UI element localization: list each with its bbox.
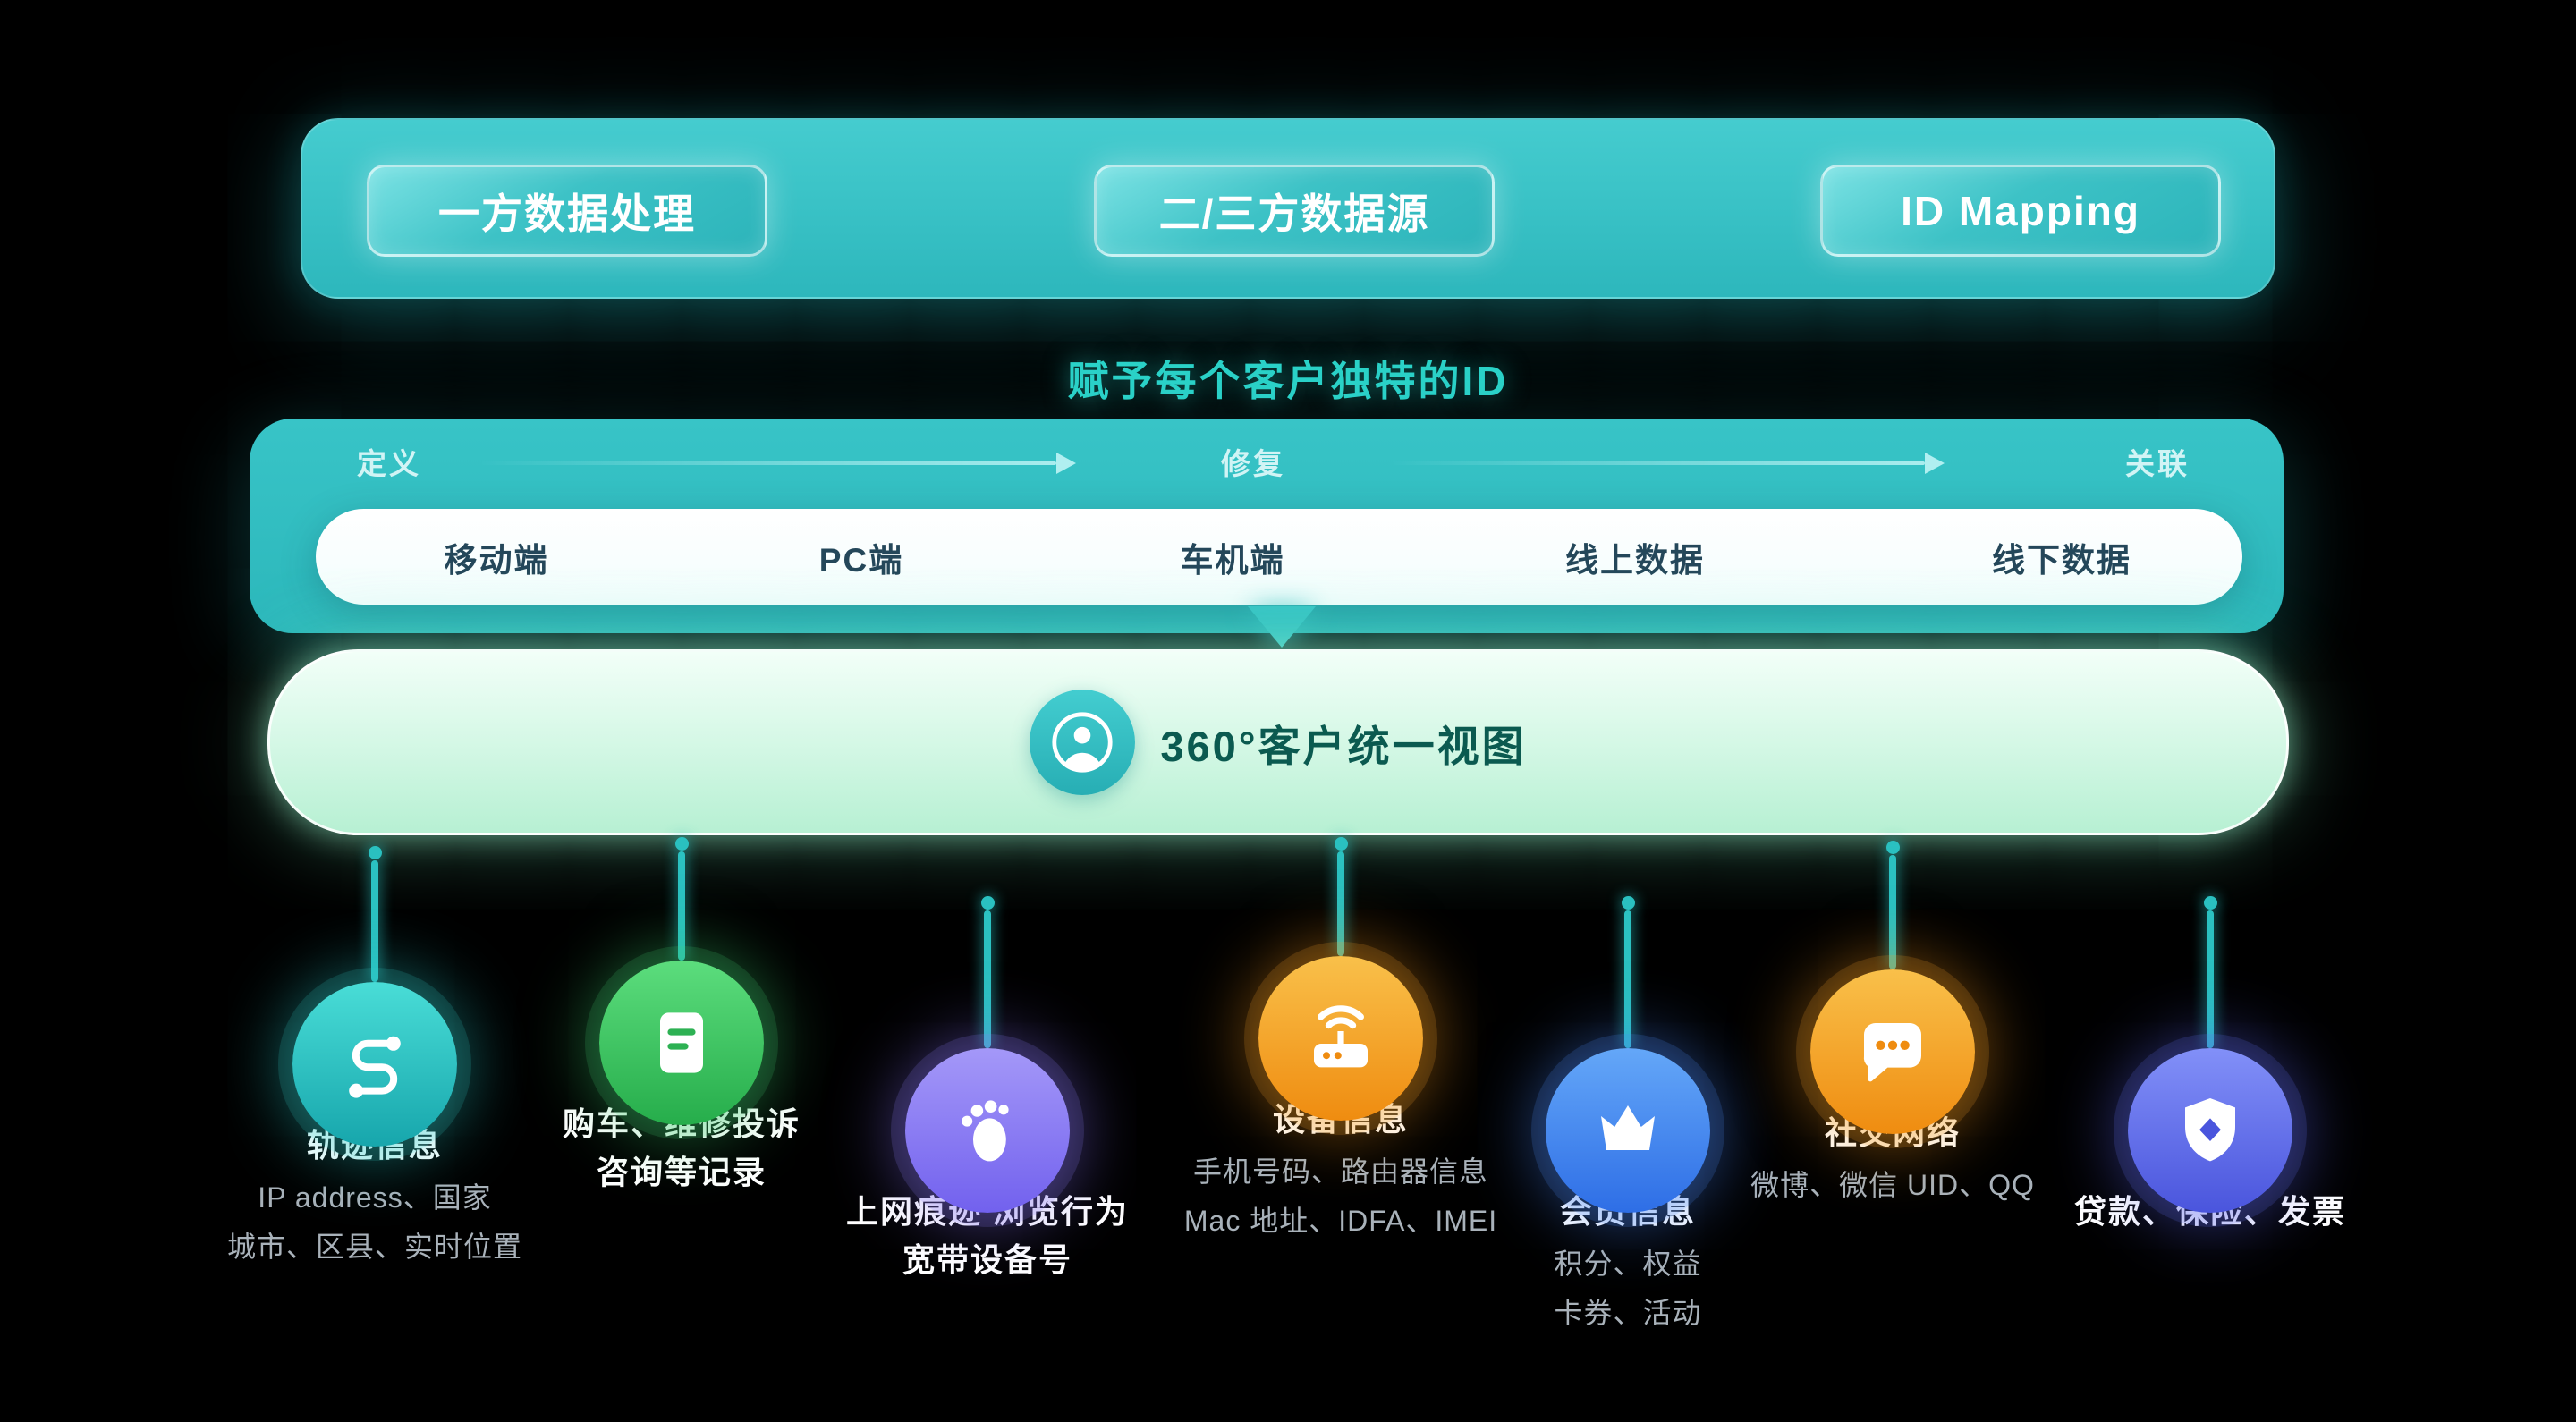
connector-line bbox=[371, 860, 378, 982]
node-subtext: 微博、微信 UID、QQ bbox=[1750, 1169, 2035, 1201]
flow-line bbox=[1388, 461, 1925, 465]
channel-bar: 移动端 PC端 车机端 线上数据 线下数据 bbox=[316, 509, 2242, 605]
id-mapping-button[interactable]: ID Mapping bbox=[1820, 165, 2221, 257]
channel-car: 车机端 bbox=[1180, 541, 1285, 579]
flow-arrow-icon bbox=[1925, 453, 1945, 474]
data-node-purchase-records: 购车、维修投诉 咨询等记录 bbox=[467, 961, 896, 1197]
flow-arrow-icon bbox=[1056, 453, 1076, 474]
data-node-membership: 会员信息 积分、权益 卡券、活动 bbox=[1413, 1048, 1843, 1338]
id-pipeline-band: 定义 修复 关联 移动端 PC端 车机端 线上数据 线下数据 bbox=[250, 419, 2284, 633]
unified-view-label: 360°客户统一视图 bbox=[1160, 722, 1527, 770]
chat-icon bbox=[1810, 969, 1975, 1134]
second-third-party-source-button[interactable]: 二/三方数据源 bbox=[1094, 165, 1495, 257]
connector-line bbox=[1624, 910, 1631, 1048]
stage-label-repair: 修复 bbox=[1221, 447, 1285, 480]
connector-dot bbox=[1886, 841, 1900, 854]
connector-dot bbox=[369, 846, 382, 859]
person-icon bbox=[1030, 690, 1136, 795]
route-icon bbox=[292, 982, 457, 1147]
connector-line bbox=[678, 851, 685, 961]
document-icon bbox=[599, 961, 764, 1125]
node-subtext: IP address、国家 城市、区县、实时位置 bbox=[226, 1181, 522, 1263]
data-node-social: 社交网络 微博、微信 UID、QQ bbox=[1678, 969, 2107, 1210]
data-node-browsing: 上网痕迹 浏览行为 宽带设备号 bbox=[773, 1048, 1202, 1284]
footprint-icon bbox=[905, 1048, 1070, 1213]
first-party-data-label: 一方数据处理 bbox=[438, 190, 696, 237]
unique-id-heading: 赋予每个客户独特的ID bbox=[1067, 358, 1509, 404]
connector-line bbox=[984, 910, 991, 1048]
channel-pc: PC端 bbox=[818, 541, 904, 579]
connector-dot bbox=[1622, 896, 1635, 910]
shield-invoice-icon bbox=[2128, 1048, 2292, 1213]
node-subtext: 手机号码、路由器信息 Mac 地址、IDFA、IMEI bbox=[1183, 1155, 1498, 1237]
top-banner: 一方数据处理 二/三方数据源 ID Mapping bbox=[301, 118, 2275, 299]
down-arrow-icon bbox=[1248, 606, 1316, 648]
connector-line bbox=[1337, 851, 1344, 956]
channel-mobile: 移动端 bbox=[444, 541, 549, 579]
channel-offline: 线下数据 bbox=[1992, 541, 2131, 579]
data-node-finance: 贷款、保险、发票 bbox=[1996, 1048, 2425, 1236]
connector-dot bbox=[1335, 837, 1348, 851]
flow-line bbox=[477, 461, 1056, 465]
stage-label-define: 定义 bbox=[357, 447, 421, 480]
node-subtext: 积分、权益 卡券、活动 bbox=[1554, 1248, 1702, 1329]
first-party-data-button[interactable]: 一方数据处理 bbox=[367, 165, 767, 257]
connector-dot bbox=[2204, 896, 2217, 910]
second-third-party-source-label: 二/三方数据源 bbox=[1158, 190, 1430, 237]
connector-dot bbox=[675, 837, 689, 851]
connector-line bbox=[2207, 910, 2214, 1048]
node-title: 购车、维修投诉 咨询等记录 bbox=[563, 1105, 799, 1190]
data-node-trajectory: 轨迹信息 IP address、国家 城市、区县、实时位置 bbox=[160, 982, 589, 1272]
router-icon bbox=[1258, 956, 1423, 1121]
stage-label-associate: 关联 bbox=[2125, 447, 2190, 480]
connector-dot bbox=[981, 896, 995, 910]
data-node-device: 设备信息 手机号码、路由器信息 Mac 地址、IDFA、IMEI bbox=[1126, 956, 1555, 1246]
id-mapping-label: ID Mapping bbox=[1901, 187, 2140, 234]
unified-view-bar: 360°客户统一视图 bbox=[267, 649, 2289, 835]
crown-icon bbox=[1546, 1048, 1710, 1213]
channel-online: 线上数据 bbox=[1565, 541, 1705, 579]
connector-line bbox=[1889, 855, 1896, 969]
